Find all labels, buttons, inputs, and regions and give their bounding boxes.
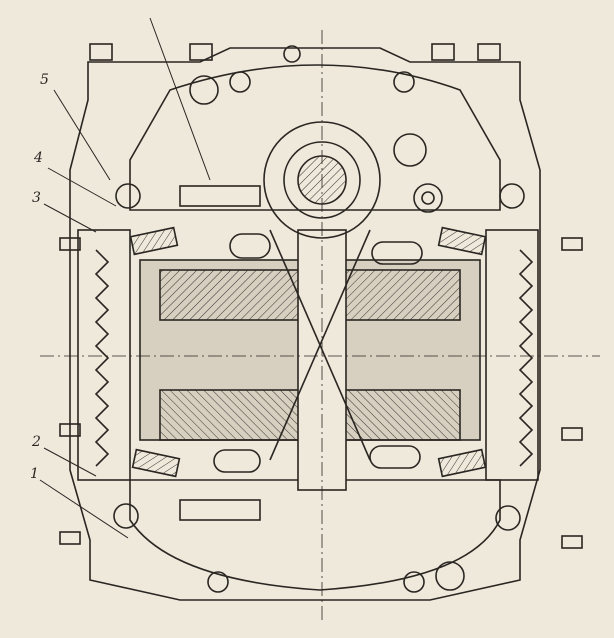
top-left-corner-nut-2 xyxy=(189,43,213,61)
leader-2 xyxy=(43,447,97,477)
leader-3 xyxy=(43,203,97,233)
left-bearing-frame xyxy=(77,229,131,481)
leader-top xyxy=(149,17,211,181)
right-bearing-frame xyxy=(485,229,539,481)
top-right-corner-nut xyxy=(431,43,455,61)
bolt-bottom-far-right xyxy=(435,561,465,591)
bolt-bottom-right xyxy=(403,571,425,593)
right-lower-slot xyxy=(369,445,421,469)
right-upper-bearing-cone xyxy=(437,226,487,256)
left-lower-bearing-cone xyxy=(131,448,181,478)
upper-right-fitting xyxy=(393,133,427,167)
upper-right-fitting-2 xyxy=(413,183,443,213)
bolt-right-bottom xyxy=(495,505,521,531)
upper-right-fitting-3 xyxy=(421,191,435,205)
bolt-top-right xyxy=(393,71,415,93)
callout-5: 5 xyxy=(40,72,49,88)
left-roller-zigzag xyxy=(94,249,110,467)
top-left-corner-nut xyxy=(89,43,113,61)
housing-outline xyxy=(69,47,541,601)
left-upper-slot xyxy=(229,233,271,259)
stud-left-lower xyxy=(59,531,81,545)
leader-4 xyxy=(47,167,117,207)
callout-1: 1 xyxy=(30,466,39,482)
top-cover xyxy=(129,64,501,211)
shaft-hatch-2 xyxy=(269,229,371,461)
bolt-top-left-2 xyxy=(229,71,251,93)
stud-left-mid xyxy=(59,423,81,437)
bottom-cover xyxy=(129,479,501,591)
left-upper-bearing-cone xyxy=(129,226,179,256)
bolt-left-top xyxy=(115,183,141,209)
bolt-top-mid xyxy=(283,45,301,63)
right-lower-bearing-cone xyxy=(437,448,487,478)
right-roller-zigzag xyxy=(518,249,534,467)
stud-right-upper xyxy=(561,237,583,251)
bolt-right-top xyxy=(499,183,525,209)
right-upper-slot xyxy=(371,241,423,265)
lower-clamp-bolt xyxy=(179,499,261,521)
stud-left-upper xyxy=(59,237,81,251)
top-right-corner-nut-2 xyxy=(477,43,501,61)
callout-2: 2 xyxy=(32,434,41,450)
upper-clamp-bolt xyxy=(179,185,261,207)
bolt-bottom-left xyxy=(207,571,229,593)
callout-4: 4 xyxy=(34,150,43,166)
callout-3: 3 xyxy=(32,190,41,206)
stud-right-mid xyxy=(561,427,583,441)
leader-5 xyxy=(53,89,111,181)
left-lower-slot xyxy=(213,449,261,473)
bolt-left-bottom xyxy=(113,503,139,529)
stud-right-lower xyxy=(561,535,583,549)
bolt-top-left xyxy=(189,75,219,105)
leader-1 xyxy=(39,479,129,539)
